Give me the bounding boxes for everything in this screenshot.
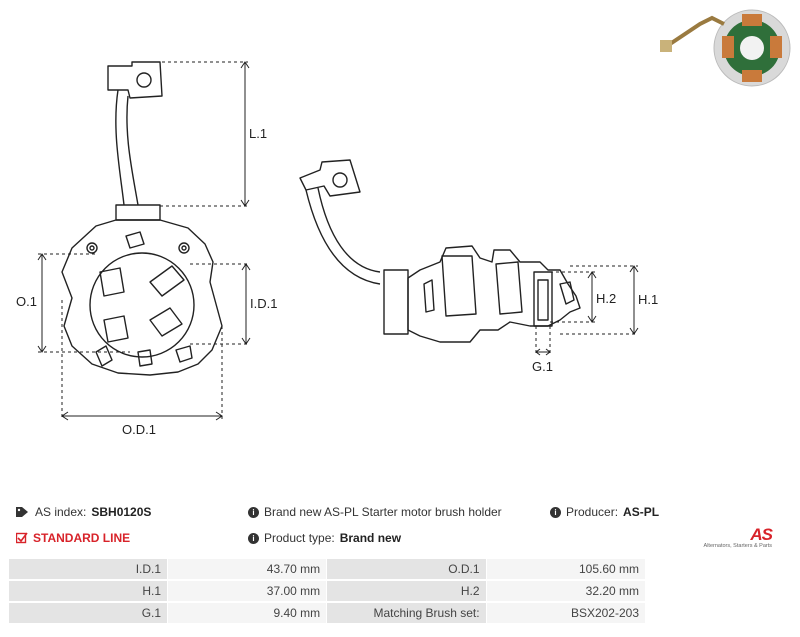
line-badge: STANDARD LINE xyxy=(16,531,130,545)
logo-tagline: Alternators, Starters & Parts xyxy=(703,543,772,549)
info-icon: i xyxy=(248,506,259,518)
terminal-hole-left xyxy=(136,72,152,88)
label-h2: H.2 xyxy=(596,291,616,306)
brush-left-1 xyxy=(99,267,125,297)
rivet-left-1 xyxy=(86,242,98,254)
plate-outline-left xyxy=(61,219,223,376)
brush-left-3 xyxy=(103,315,129,343)
brush-left-2 xyxy=(149,265,185,297)
brush-right-1 xyxy=(441,255,477,317)
product-photo xyxy=(660,9,791,87)
brand-logo: AS Alternators, Starters & Parts xyxy=(692,525,773,549)
technical-drawing: L.1 O.1 I.D.1 O.D.1 H.2 H.1 G.1 xyxy=(16,9,791,437)
inner-bore-left xyxy=(89,252,195,358)
standard-line: STANDARD LINE xyxy=(33,531,131,545)
spec-label: I.D.1 xyxy=(7,558,169,581)
spec-label: H.2 xyxy=(326,579,487,603)
rivet-left-3 xyxy=(89,245,95,251)
producer-value: AS-PL xyxy=(623,505,660,519)
rivet-left-4 xyxy=(181,245,187,251)
lead-wire-right xyxy=(305,187,381,285)
terminal-tab-right xyxy=(299,159,361,197)
as-index-value: SBH0120S xyxy=(91,505,152,519)
spec-label: Matching Brush set: xyxy=(326,601,487,625)
description: i Brand new AS-PL Starter motor brush ho… xyxy=(248,505,502,519)
tag-icon xyxy=(16,506,30,518)
stem-left xyxy=(115,204,161,221)
brush-left-4 xyxy=(149,307,183,337)
product-info: AS index: SBH0120S STANDARD LINE i Brand… xyxy=(16,503,784,555)
brush-right-3 xyxy=(533,271,553,327)
spec-label: O.D.1 xyxy=(326,558,487,581)
spec-value: BSX202-203 xyxy=(485,601,647,625)
holder-body-right xyxy=(407,245,581,343)
producer: i Producer: AS-PL xyxy=(550,505,659,519)
spec-value: 43.70 mm xyxy=(167,558,328,581)
spec-value: 105.60 mm xyxy=(485,558,647,581)
terminal-hole-right xyxy=(332,172,348,188)
description-text: Brand new AS-PL Starter motor brush hold… xyxy=(264,505,502,519)
spec-label: G.1 xyxy=(7,601,169,625)
product-type-value: Brand new xyxy=(339,531,402,545)
spec-value: 37.00 mm xyxy=(167,579,328,603)
label-od1: O.D.1 xyxy=(122,422,156,437)
spec-label: H.1 xyxy=(7,579,169,603)
logo-mark: AS xyxy=(750,525,773,544)
label-h1: H.1 xyxy=(638,292,658,307)
spec-value: 32.20 mm xyxy=(485,579,647,603)
label-l1: L.1 xyxy=(249,126,267,141)
checkbox-icon xyxy=(16,532,28,544)
terminal-tab-left xyxy=(107,61,163,99)
brush-right-2 xyxy=(495,261,523,315)
label-g1: G.1 xyxy=(532,359,553,374)
producer-label: Producer: xyxy=(566,505,619,519)
as-index: AS index: SBH0120S xyxy=(16,505,151,519)
lead-wire-left xyxy=(115,89,139,206)
plate-side-right xyxy=(383,269,409,335)
product-type: i Product type: Brand new xyxy=(248,531,401,545)
info-icon: i xyxy=(550,506,561,518)
as-index-label: AS index: xyxy=(35,505,87,519)
rivet-left-2 xyxy=(178,242,190,254)
spec-value: 9.40 mm xyxy=(167,601,328,625)
product-type-label: Product type: xyxy=(264,531,335,545)
label-o1: O.1 xyxy=(16,294,37,309)
label-id1: I.D.1 xyxy=(250,296,277,311)
info-icon: i xyxy=(248,532,259,544)
